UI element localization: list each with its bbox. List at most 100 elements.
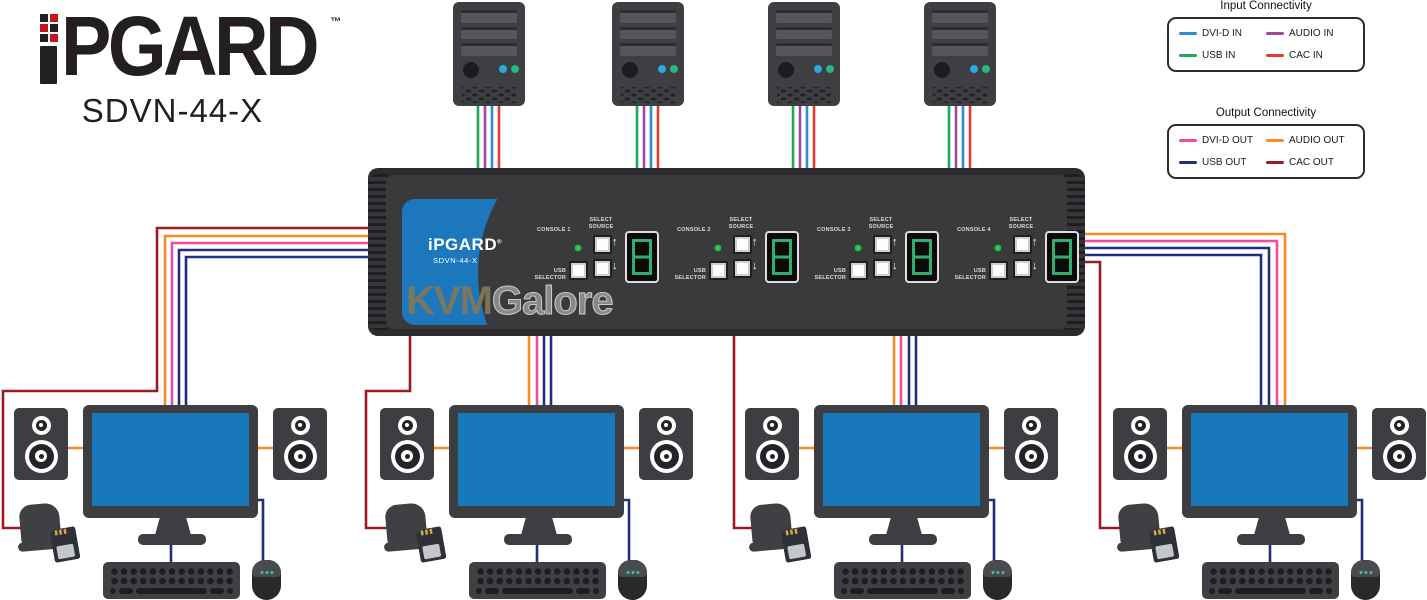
legend-label: AUDIO IN xyxy=(1289,28,1334,39)
speaker-right xyxy=(1372,408,1426,480)
speaker-left xyxy=(14,408,68,480)
select-source-label: SELECT SOURCE xyxy=(588,217,614,231)
smart-card xyxy=(49,526,80,563)
status-led-blue xyxy=(658,65,666,73)
usb-selector-label: USB SELECTOR xyxy=(814,268,846,282)
select-source-label: SELECT SOURCE xyxy=(1008,217,1034,231)
usb-selector-button xyxy=(989,261,1008,280)
select-source-up-button xyxy=(1013,235,1032,254)
vent-grille xyxy=(621,87,675,103)
logo-pixel-grid-icon xyxy=(40,14,58,42)
select-source-down-button xyxy=(593,259,612,278)
mouse xyxy=(1351,560,1380,600)
usb-selector-button xyxy=(709,261,728,280)
select-source-label: SELECT SOURCE xyxy=(868,217,894,231)
legend-item-dvi-d-out: DVI-D OUT xyxy=(1179,135,1266,146)
color-swatch-cac-in xyxy=(1266,54,1284,57)
keyboard xyxy=(834,562,971,599)
drive-bays xyxy=(776,10,832,57)
legend-label: CAC IN xyxy=(1289,50,1323,61)
status-led-green xyxy=(511,65,519,73)
speaker-right xyxy=(1004,408,1058,480)
legend-output-box: DVI-D OUT AUDIO OUT USB OUT CAC OUT xyxy=(1167,124,1365,179)
power-button xyxy=(934,62,950,78)
mouse xyxy=(983,560,1012,600)
speaker-right xyxy=(639,408,693,480)
arrow-down-icon: ↓ xyxy=(612,260,618,272)
trademark-symbol: ™ xyxy=(330,16,342,28)
legend-item-dvi-d-in: DVI-D IN xyxy=(1179,28,1266,39)
power-button xyxy=(622,62,638,78)
legend-input-title: Input Connectivity xyxy=(1220,0,1312,12)
select-source-down-button xyxy=(733,259,752,278)
select-source-down-button xyxy=(873,259,892,278)
console-label: CONSOLE 1 xyxy=(537,227,571,233)
cac-card-reader xyxy=(1116,502,1181,566)
console-label: CONSOLE 2 xyxy=(677,227,711,233)
usb-selector-led xyxy=(854,244,862,252)
mouse xyxy=(618,560,647,600)
drive-bays xyxy=(620,10,676,57)
legend-output-title: Output Connectivity xyxy=(1215,107,1317,119)
usb-selector-button xyxy=(849,261,868,280)
arrow-up-icon: ↑ xyxy=(892,236,898,248)
status-led-blue xyxy=(970,65,978,73)
color-swatch-usb-in xyxy=(1179,54,1197,57)
cable-usb-out-b-ws4 xyxy=(1075,253,1263,412)
usb-selector-label: USB SELECTOR xyxy=(674,268,706,282)
legend-item-usb-in: USB IN xyxy=(1179,50,1266,61)
monitor-stand-base xyxy=(1237,534,1305,545)
console-group-4: CONSOLE 4 SELECT SOURCE ↑ USB SELECTOR ↓ xyxy=(953,215,1089,293)
color-swatch-dvi-d-out xyxy=(1179,139,1197,142)
legend-label: DVI-D OUT xyxy=(1202,135,1254,146)
display-digit-8 xyxy=(912,239,932,275)
legend-label: CAC OUT xyxy=(1289,157,1334,168)
color-swatch-audio-in xyxy=(1266,32,1284,35)
color-swatch-audio-out xyxy=(1266,139,1284,142)
workstation-2 xyxy=(366,400,708,600)
smart-card xyxy=(415,526,446,563)
vent-grille xyxy=(777,87,831,103)
speaker-left xyxy=(1113,408,1167,480)
arrow-up-icon: ↑ xyxy=(752,236,758,248)
legend-label: USB IN xyxy=(1202,50,1236,61)
display-digit-8 xyxy=(632,239,652,275)
monitor-stand-base xyxy=(504,534,572,545)
color-swatch-cac-out xyxy=(1266,161,1284,164)
seven-segment-display xyxy=(765,231,799,283)
status-led-green xyxy=(670,65,678,73)
status-led-blue xyxy=(814,65,822,73)
cable-usb-out-b-ws1 xyxy=(184,255,380,412)
power-button xyxy=(463,62,479,78)
kvm-brand-panel: iPGARD® SDVN-44-X xyxy=(402,199,570,325)
workstation-3 xyxy=(731,400,1073,600)
legend-item-audio-out: AUDIO OUT xyxy=(1266,135,1353,146)
legend-label: AUDIO OUT xyxy=(1289,135,1345,146)
monitor xyxy=(83,405,258,518)
speaker-left xyxy=(745,408,799,480)
smart-card xyxy=(1148,526,1179,563)
cable-audio-out-ws4 xyxy=(1075,232,1287,412)
logo-i-mark xyxy=(40,8,58,84)
console-label: CONSOLE 4 xyxy=(957,227,991,233)
console-group-2: CONSOLE 2 SELECT SOURCE ↑ USB SELECTOR ↓ xyxy=(673,215,809,293)
keyboard xyxy=(103,562,240,599)
monitor-stand-neck xyxy=(1254,517,1290,535)
smart-card xyxy=(780,526,811,563)
monitor-stand-neck xyxy=(521,517,557,535)
display-digit-8 xyxy=(1052,239,1072,275)
arrow-up-icon: ↑ xyxy=(612,236,618,248)
keyboard xyxy=(469,562,606,599)
seven-segment-display xyxy=(905,231,939,283)
workstation-4 xyxy=(1099,400,1427,600)
select-source-down-button xyxy=(1013,259,1032,278)
console-label: CONSOLE 3 xyxy=(817,227,851,233)
computer-tower-1 xyxy=(453,2,525,106)
display-digit-8 xyxy=(772,239,792,275)
monitor xyxy=(814,405,989,518)
usb-selector-led xyxy=(994,244,1002,252)
legend-item-cac-in: CAC IN xyxy=(1266,50,1353,61)
legend-input-box: DVI-D IN AUDIO IN USB IN CAC IN xyxy=(1167,17,1365,72)
cac-card-reader xyxy=(17,502,82,566)
monitor-stand-base xyxy=(138,534,206,545)
